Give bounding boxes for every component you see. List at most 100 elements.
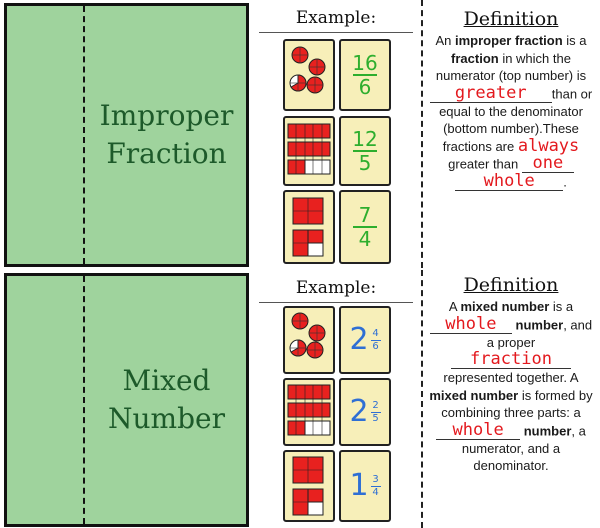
square-model-image	[292, 197, 324, 257]
answer-text: fraction	[470, 349, 552, 369]
numerator: 16	[352, 51, 378, 75]
definition-bold-term: fraction	[451, 50, 499, 66]
fraction-part: 4 6	[370, 327, 381, 352]
circle-model-card	[283, 306, 335, 374]
answer-text: greater	[454, 82, 527, 103]
definition-text-part: , and a proper	[486, 317, 593, 350]
answer-text: whole	[452, 419, 504, 440]
denominator: 6	[358, 75, 372, 99]
fraction-card: 16 6	[339, 39, 391, 111]
denominator: 4	[358, 227, 372, 251]
answer-blank[interactable]: fraction	[451, 349, 571, 369]
answer-blank[interactable]: whole	[429, 313, 512, 334]
denominator: 6	[372, 340, 379, 352]
definition-text-part: is formed by combining three parts: a	[441, 387, 593, 421]
mixed-number-card: 2 4 6	[339, 306, 391, 374]
term-tab[interactable]: Mixed Number	[4, 273, 249, 527]
mixed-number-row: Mixed Number Example:	[0, 270, 600, 528]
term-tab[interactable]: Improper Fraction	[4, 3, 249, 267]
definition-text-part: A	[448, 299, 461, 314]
examples-panel: Example:	[253, 0, 419, 268]
definition-panel: Definition An improper fraction is a fra…	[426, 8, 596, 191]
circle-model-card	[283, 39, 335, 111]
fraction-bar	[370, 485, 381, 487]
definition-text-part: , a numerator, and a denominator.	[461, 423, 586, 473]
definition-text-part: represented together. A	[443, 370, 579, 385]
term-line-2: Fraction	[106, 137, 227, 170]
definition-text-part: greater than	[448, 156, 522, 172]
improper-fraction-value: 12 5	[341, 128, 389, 174]
fraction-bar	[353, 226, 377, 228]
fold-line	[83, 276, 85, 524]
fold-line	[421, 270, 423, 528]
term-line-1: Improper	[99, 99, 234, 132]
circle-model-image	[289, 46, 326, 94]
bar-model-image	[287, 384, 331, 436]
mixed-number-card: 1 3 4	[339, 450, 391, 522]
definition-bold-term: mixed number	[429, 387, 519, 403]
denominator: 5	[372, 412, 379, 424]
numerator: 12	[352, 127, 378, 151]
fraction-card: 12 5	[339, 116, 391, 186]
numerator: 3	[372, 473, 379, 485]
mixed-number-value: 1 3 4	[341, 471, 389, 501]
answer-text: whole	[483, 171, 535, 191]
answer-blank[interactable]: whole	[455, 171, 564, 191]
square-model-card	[283, 450, 335, 522]
improper-fraction-value: 16 6	[341, 52, 389, 98]
fraction-card: 7 4	[339, 190, 391, 264]
definition-panel: Definition A mixed number is a whole num…	[426, 274, 596, 475]
numerator: 2	[372, 399, 379, 411]
whole-number: 2	[349, 322, 369, 357]
mixed-number-card: 2 2 5	[339, 378, 391, 446]
mixed-number-value: 2 4 6	[341, 325, 389, 355]
answer-blank[interactable]: greater	[429, 82, 552, 103]
definition-text-part: in which the numerator (top number) is	[435, 50, 587, 84]
term-line-1: Mixed	[122, 364, 211, 397]
answer-text: always	[517, 135, 580, 156]
numerator: 7	[358, 203, 372, 227]
denominator: 4	[372, 486, 379, 498]
fraction-bar	[370, 339, 381, 341]
definition-text-part: than or equal to the denominator (bottom…	[439, 86, 593, 154]
definition-heading: Definition	[463, 274, 559, 296]
improper-fraction-value: 7 4	[341, 204, 389, 250]
examples-panel: Example:	[253, 270, 419, 528]
improper-fraction-row: Improper Fraction Example:	[4, 0, 596, 268]
definition-heading: Definition	[463, 8, 559, 30]
whole-number: 2	[349, 394, 369, 429]
fold-line	[421, 0, 423, 268]
definition-text: A mixed number is a whole number, and a …	[426, 298, 596, 475]
bar-model-card	[283, 116, 335, 186]
definition-bold-term: number	[515, 317, 564, 332]
fraction-bar	[353, 150, 377, 152]
fraction-part: 3 4	[370, 473, 381, 498]
definition-text: An improper fraction is a fraction in wh…	[426, 32, 596, 191]
answer-text: one	[532, 153, 564, 173]
mixed-number-value: 2 2 5	[341, 397, 389, 427]
bar-model-image	[287, 123, 331, 175]
answer-text: whole	[445, 313, 497, 334]
definition-text-part: .	[563, 174, 567, 190]
whole-number: 1	[349, 468, 369, 503]
definition-text-part: An	[435, 33, 456, 48]
definition-bold-term: improper fraction	[455, 33, 563, 48]
fraction-bar	[370, 411, 381, 413]
circle-model-image	[289, 312, 326, 359]
square-model-card	[283, 190, 335, 264]
definition-bold-term: number	[523, 423, 572, 438]
denominator: 5	[358, 151, 372, 175]
term-label: Mixed Number	[87, 276, 246, 524]
term-line-2: Number	[108, 402, 225, 435]
fold-line	[83, 6, 85, 264]
definition-bold-term: mixed number	[460, 299, 550, 314]
definition-text-part: is a	[562, 33, 587, 48]
bar-model-card	[283, 378, 335, 446]
answer-blank[interactable]: whole	[436, 419, 521, 440]
square-model-image	[292, 456, 324, 516]
term-label: Improper Fraction	[87, 6, 246, 264]
example-title: Example:	[259, 270, 413, 303]
example-title: Example:	[259, 0, 413, 33]
answer-blank[interactable]: one	[521, 153, 574, 173]
numerator: 4	[372, 327, 379, 339]
